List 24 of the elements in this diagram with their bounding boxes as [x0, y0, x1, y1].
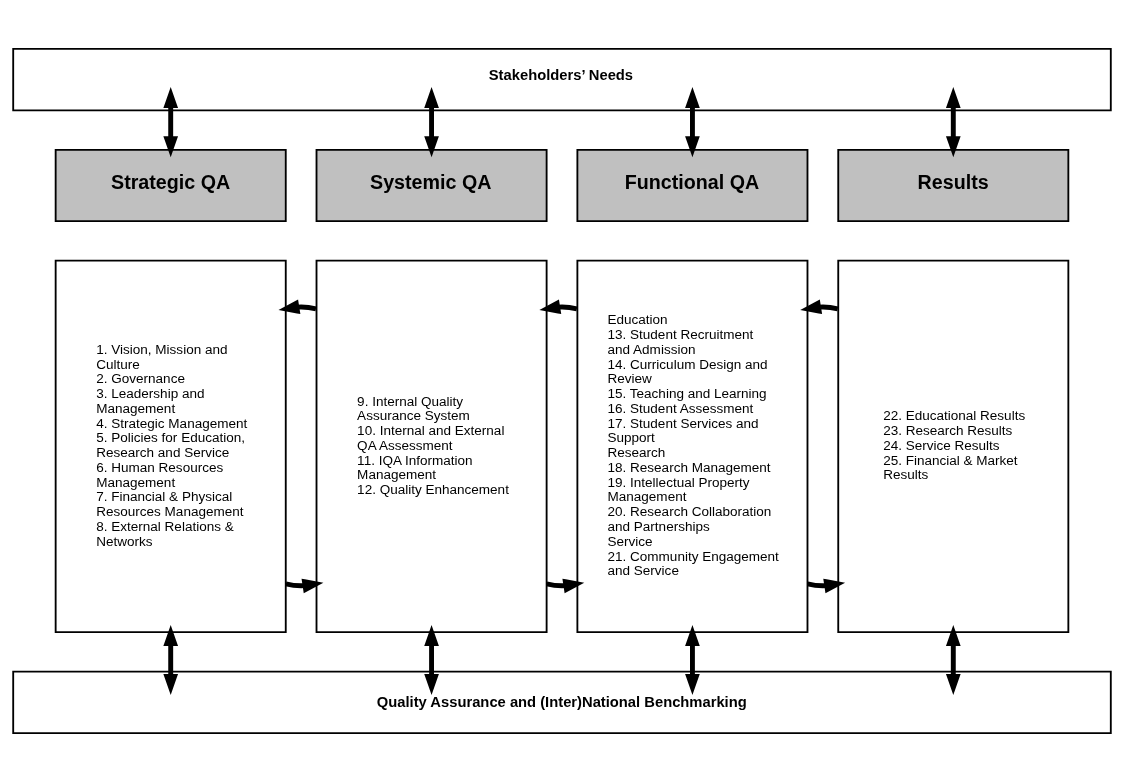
node-box: Education 13. Student Recruitment and Admission 14. Curriculum Design and Review 15. Teaching and Learning 16. Student Assessment 17. Student Services and Support Research 18. Research Management 19. Intellectual Property Management 20. Research Collaboration and Partnerships Service 21. Community Engagement and Service	[576, 259, 809, 634]
node-box: Results	[837, 148, 1070, 223]
node-box: Quality Assurance and (Inter)National Benchmarking	[12, 670, 1112, 734]
arrow	[163, 87, 179, 158]
arrow	[424, 87, 439, 158]
arrow	[285, 578, 324, 594]
arrow	[546, 578, 585, 594]
node-box: Functional QA	[576, 148, 809, 223]
arrow	[424, 625, 439, 695]
arrow	[945, 625, 961, 695]
node-box: 1. Vision, Mission and Culture 2. Governance 3. Leadership and Management 4. Strategic Management 5. Policies for Education, Research and Service 6. Human Resources Management 7. Financial & Physical Resources Management 8. External Relations & Networks	[54, 259, 287, 634]
arrow	[163, 625, 179, 695]
arrow	[278, 299, 317, 315]
node-box: 22. Educational Results 23. Research Results 24. Service Results 25. Financial & Market Results	[837, 259, 1070, 634]
arrow	[807, 578, 846, 594]
arrow	[800, 299, 839, 315]
node-box: Systemic QA	[315, 148, 548, 223]
arrow	[945, 87, 961, 158]
node-box: 9. Internal Quality Assurance System 10. Internal and External QA Assessment 11. IQA Information Management 12. Quality Enhancement	[315, 259, 548, 634]
node-box: Stakeholders’ Needs	[12, 48, 1112, 112]
arrow	[539, 299, 578, 315]
node-box: Strategic QA	[54, 148, 287, 223]
arrow	[685, 625, 700, 695]
arrow	[685, 87, 700, 158]
